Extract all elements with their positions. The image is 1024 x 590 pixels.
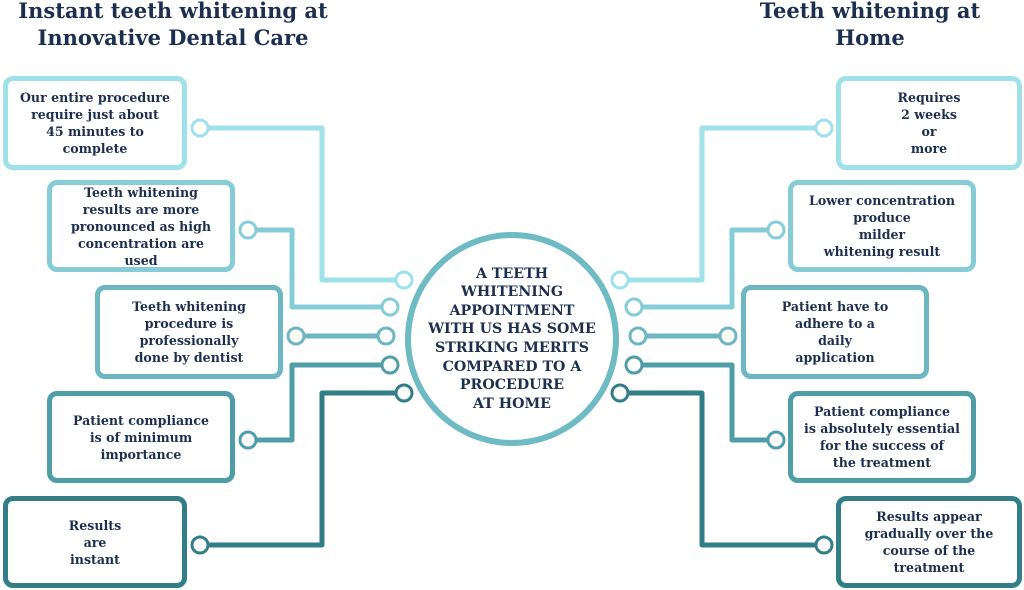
node-dot-right-3-inner — [628, 326, 648, 346]
node-dot-right-4-inner — [624, 355, 644, 375]
left-box-3: Teeth whitening procedure is professiona… — [95, 285, 283, 379]
connector-left-4 — [248, 362, 390, 443]
right-box-1-text: Requires 2 weeks or more — [897, 90, 961, 156]
connector-left-5 — [200, 390, 404, 548]
right-column-heading: Teeth whitening at Home — [759, 0, 981, 50]
right-box-4-text: Patient compliance is absolutely essenti… — [804, 404, 960, 470]
left-box-5: Results are instant — [3, 496, 187, 588]
left-box-2: Teeth whitening results are more pronoun… — [47, 180, 235, 272]
right-box-5: Results appear gradually over the course… — [836, 496, 1022, 588]
node-dot-right-3-outer — [718, 326, 738, 346]
connector-left-2 — [248, 227, 390, 310]
node-dot-right-2-outer — [766, 220, 786, 240]
node-dot-left-1-inner — [394, 270, 414, 290]
node-dot-right-1-outer — [814, 118, 834, 138]
left-box-1: Our entire procedure require just about … — [3, 76, 187, 170]
node-dot-left-4-inner — [380, 355, 400, 375]
node-dot-right-5-inner — [610, 383, 630, 403]
left-box-3-text: Teeth whitening procedure is professiona… — [132, 299, 246, 365]
node-dot-left-2-inner — [380, 297, 400, 317]
node-dot-right-5-outer — [814, 535, 834, 555]
right-box-3-text: Patient have to adhere to a daily applic… — [781, 299, 889, 365]
right-box-5-text: Results appear gradually over the course… — [864, 509, 994, 575]
center-circle-text: A TEETH WHITENING APPOINTMENT WITH US HA… — [428, 265, 596, 412]
right-box-1: Requires 2 weeks or more — [836, 76, 1022, 170]
node-dot-left-1-outer — [190, 118, 210, 138]
node-dot-left-4-outer — [238, 430, 258, 450]
node-dot-left-2-outer — [238, 220, 258, 240]
left-column-heading: Instant teeth whitening at Innovative De… — [18, 0, 328, 50]
right-box-3: Patient have to adhere to a daily applic… — [741, 285, 929, 379]
right-box-4: Patient compliance is absolutely essenti… — [788, 391, 976, 483]
connector-right-1 — [620, 125, 824, 283]
node-dot-left-5-outer — [190, 535, 210, 555]
node-dot-right-2-inner — [624, 297, 644, 317]
connector-right-5 — [620, 390, 824, 548]
right-box-2: Lower concentration produce milder white… — [788, 180, 976, 272]
node-dot-right-4-outer — [766, 430, 786, 450]
node-dot-left-3-outer — [286, 326, 306, 346]
left-box-2-text: Teeth whitening results are more pronoun… — [70, 184, 212, 268]
node-dot-right-1-inner — [610, 270, 630, 290]
left-box-4-text: Patient compliance is of minimum importa… — [72, 412, 210, 462]
right-box-2-text: Lower concentration produce milder white… — [809, 193, 955, 259]
connector-right-2 — [634, 227, 776, 310]
connector-left-1 — [200, 125, 404, 283]
left-box-5-text: Results are instant — [68, 517, 122, 567]
left-box-1-text: Our entire procedure require just about … — [19, 90, 171, 156]
node-dot-left-3-inner — [376, 326, 396, 346]
left-box-4: Patient compliance is of minimum importa… — [47, 391, 235, 483]
connector-right-4 — [634, 362, 776, 443]
node-dot-left-5-inner — [394, 383, 414, 403]
center-circle: A TEETH WHITENING APPOINTMENT WITH US HA… — [405, 232, 619, 446]
